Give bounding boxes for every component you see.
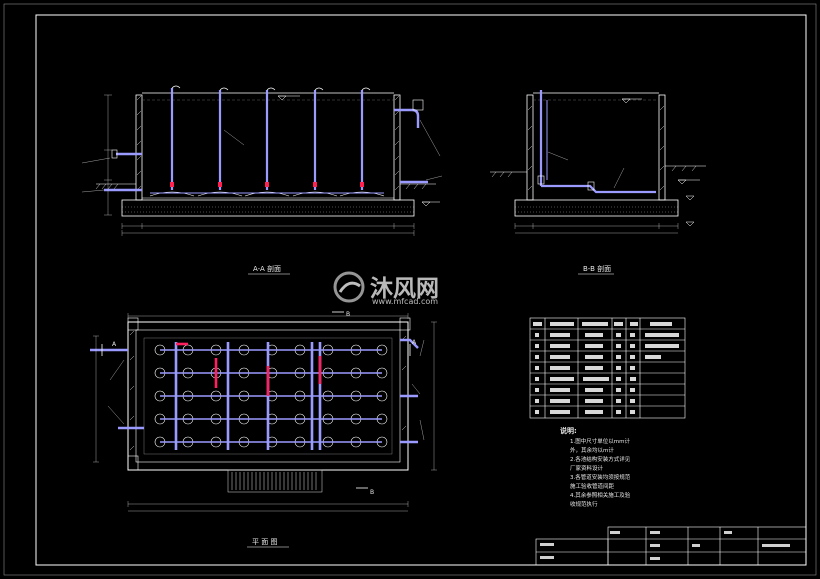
bb-right-wall xyxy=(658,94,666,201)
plan-horizontal-pipes xyxy=(160,349,382,443)
mfcad-logo-icon xyxy=(333,271,365,303)
section-mark-a-right: A xyxy=(412,339,417,346)
plan-outlet-channel xyxy=(227,469,323,493)
aa-left-wall xyxy=(135,94,143,201)
plan-red-segments xyxy=(176,342,322,396)
note-line-8: 收规范执行 xyxy=(570,500,598,508)
bb-left-wall xyxy=(526,94,534,201)
section-mark-a-left: A xyxy=(112,341,117,348)
plan-vertical-headers xyxy=(174,342,322,450)
watermark-url: www.mfcad.com xyxy=(372,297,438,306)
plan-inlet-pipes xyxy=(90,338,419,444)
material-table-illegible-text xyxy=(533,322,679,414)
plan-view xyxy=(90,311,437,512)
note-line-5: 3.各管道安装均须按规范 xyxy=(570,473,631,481)
watermark-brand: 沐风网 xyxy=(370,276,439,302)
plan-label: 平 面 图 xyxy=(252,538,277,546)
note-line-2: 外，其余均以m计 xyxy=(570,446,614,454)
aa-valves xyxy=(170,182,364,187)
section-aa-view xyxy=(81,85,443,236)
note-line-3: 2.各池结构安装方式详见 xyxy=(570,455,631,463)
aa-diffusers xyxy=(149,191,385,197)
section-bb-view xyxy=(490,90,706,234)
section-cut-marks xyxy=(101,311,411,489)
watermark: 沐风网 www.mfcad.com xyxy=(333,271,439,306)
title-block xyxy=(535,526,807,566)
notes-heading: 说明: xyxy=(560,426,577,435)
note-line-6: 施工验收管道间距 xyxy=(570,482,615,490)
note-line-4: 厂家资料设计 xyxy=(570,464,604,472)
bb-pipes xyxy=(539,90,656,194)
aa-inlet-pipes xyxy=(104,152,142,192)
note-line-1: 1.图中尺寸单位以mm计 xyxy=(570,437,630,445)
bb-base-slab xyxy=(514,199,679,217)
outer-frame xyxy=(3,3,817,576)
inner-frame xyxy=(35,14,807,566)
title-block-illegible-text xyxy=(540,531,790,560)
aa-vertical-pipes xyxy=(170,88,364,190)
section-bb-label: B-B 剖面 xyxy=(583,264,611,273)
note-line-7: 4.其余参照相关施工及验 xyxy=(570,491,631,499)
section-mark-b-top: B xyxy=(346,311,350,318)
material-table xyxy=(529,317,686,419)
section-mark-b-bottom: B xyxy=(370,489,374,496)
section-aa-label: A-A 剖面 xyxy=(253,264,281,273)
aa-outlet-pipes xyxy=(394,108,428,184)
aa-base-slab xyxy=(121,199,415,217)
